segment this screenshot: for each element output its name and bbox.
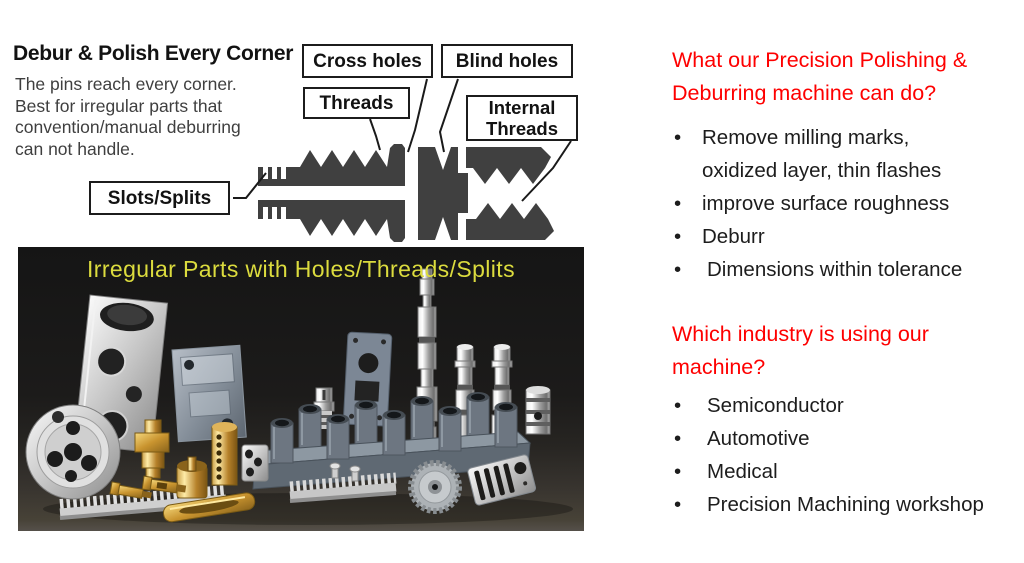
- label-slots-splits: Slots/Splits: [89, 181, 230, 215]
- leader-internal-threads: [521, 140, 572, 202]
- bullet-icon: •: [674, 258, 682, 281]
- bullet-icon: •: [674, 460, 682, 483]
- brass-sleeve: [211, 422, 238, 486]
- ringed-barrel: [525, 386, 551, 435]
- section2-heading-line: Which industry is using our: [672, 322, 929, 346]
- gear: [408, 460, 462, 514]
- bullet-text: oxidized layer, thin flashes: [702, 159, 942, 182]
- bullet-icon: •: [674, 427, 682, 450]
- bullet-icon: •: [674, 225, 682, 248]
- intro-line: can not handle.: [15, 138, 135, 159]
- section2-heading-line: machine?: [672, 355, 766, 379]
- intro-line: The pins reach every corner.: [15, 74, 237, 94]
- leader-blind-holes: [438, 78, 459, 153]
- brass-fitting: [134, 419, 170, 479]
- intro-line: Best for irregular parts that: [15, 95, 223, 116]
- section1-heading-line: Deburring machine can do?: [672, 81, 937, 105]
- brass-pin: [141, 475, 187, 494]
- list-item: • Medical: [672, 455, 1024, 488]
- bullet-icon: •: [674, 192, 682, 215]
- list-item: • Dimensions within tolerance: [672, 253, 1024, 286]
- list-item: • Automotive: [672, 422, 1024, 455]
- section1-heading: What our Precision Polishing & Deburring…: [672, 44, 1024, 110]
- leader-slots-splits: [233, 172, 267, 199]
- section1-bullet-list: • Remove milling marks, oxidized layer, …: [672, 121, 1024, 286]
- bullet-text: improve surface roughness: [702, 192, 950, 215]
- list-item: • Semiconductor: [672, 389, 1024, 422]
- section1-heading-line: What our Precision Polishing &: [672, 48, 968, 72]
- brass-tube: [162, 492, 256, 523]
- milled-block: [171, 344, 247, 443]
- list-item: • Precision Machining workshop: [672, 488, 1024, 521]
- leader-threads: [369, 118, 381, 151]
- small-screws: [329, 462, 361, 482]
- label-cross-holes: Cross holes: [302, 44, 433, 78]
- intro-line: convention/manual deburring: [15, 117, 241, 137]
- brass-pin: [109, 481, 152, 499]
- photo-caption: Irregular Parts with Holes/Threads/Split…: [87, 256, 515, 282]
- list-item: • Remove milling marks, oxidized layer, …: [672, 121, 1024, 187]
- label-threads: Threads: [303, 87, 410, 119]
- bullet-icon: •: [674, 394, 682, 417]
- machined-parts-illustration: [18, 247, 584, 531]
- bullet-text: Remove milling marks,: [702, 126, 910, 149]
- label-internal-threads: Internal Threads: [466, 95, 578, 141]
- three-port-piece: [241, 444, 269, 482]
- section2-heading: Which industry is using our machine?: [672, 318, 1024, 384]
- right-panel: What our Precision Polishing & Deburring…: [672, 44, 1024, 521]
- bullet-text: Semiconductor: [707, 394, 844, 417]
- bullet-icon: •: [674, 126, 682, 149]
- bullet-text: Precision Machining workshop: [707, 493, 984, 516]
- label-blind-holes: Blind holes: [441, 44, 573, 78]
- parts-photo: Irregular Parts with Holes/Threads/Split…: [18, 247, 584, 531]
- bullet-icon: •: [674, 493, 682, 516]
- bullet-text: Automotive: [707, 427, 810, 450]
- bullet-text: Deburr: [702, 225, 765, 248]
- list-item: • improve surface roughness: [672, 187, 1024, 220]
- tip-slot-cuts: [263, 167, 286, 219]
- bullet-text: Dimensions within tolerance: [707, 258, 963, 281]
- ported-disc: [25, 404, 121, 500]
- page-title: Debur & Polish Every Corner: [13, 42, 294, 65]
- section2-bullet-list: • Semiconductor • Automotive • Medical •…: [672, 389, 1024, 521]
- claw-bracket: [467, 454, 537, 506]
- list-item: • Deburr: [672, 220, 1024, 253]
- intro-paragraph: The pins reach every corner. Best for ir…: [15, 74, 315, 160]
- bullet-text: Medical: [707, 460, 778, 483]
- leader-cross-holes: [407, 78, 428, 153]
